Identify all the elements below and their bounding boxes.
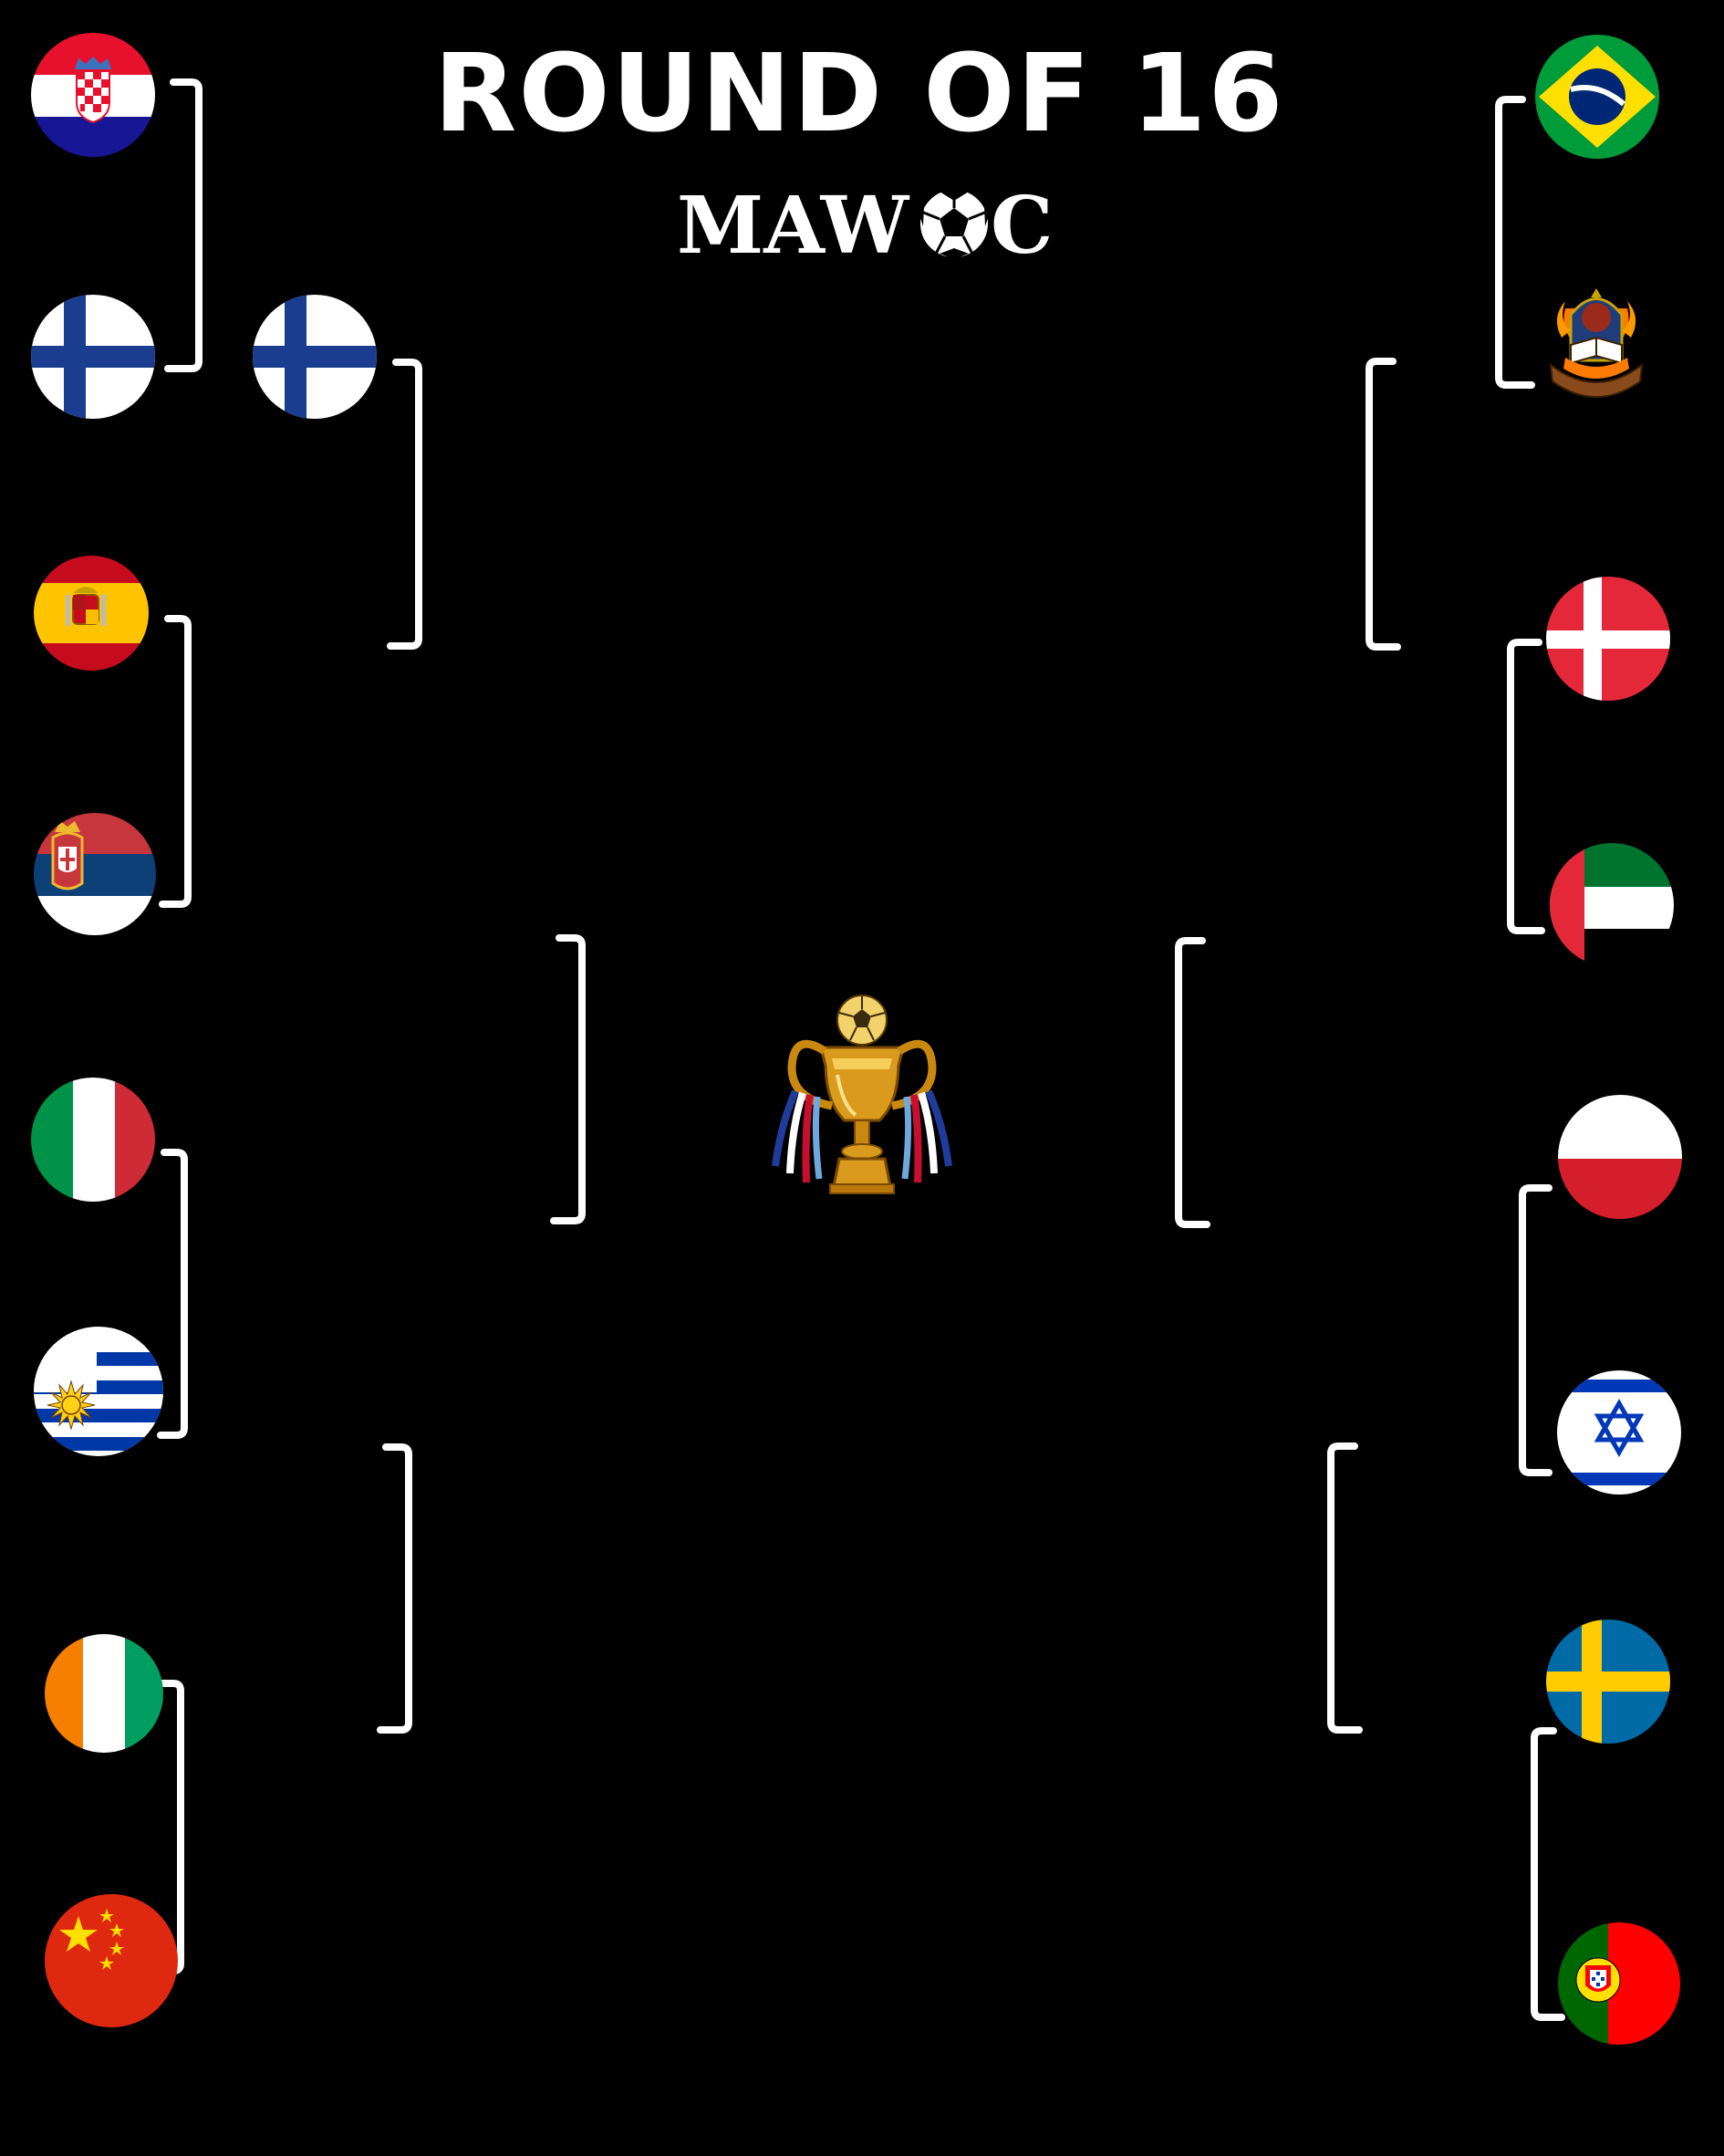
bracket-connector: [1519, 1184, 1553, 1476]
bracket-connector: [550, 934, 586, 1224]
bracket-lines-right: [1175, 96, 1565, 2021]
bracket-connector: [1327, 1443, 1363, 1734]
brazil-flag: [1535, 35, 1659, 159]
denmark-flag: [1546, 577, 1670, 701]
poland-flag: [1558, 1095, 1682, 1219]
bracket-connector: [387, 359, 422, 650]
serbia-coat-of-arms: [51, 821, 84, 891]
university-crest: [1549, 288, 1644, 398]
sweden-flag: [1546, 1620, 1670, 1744]
bracket-connector: [1507, 639, 1545, 934]
logo-text-tail: C: [991, 180, 1053, 272]
italy-flag: [31, 1078, 155, 1202]
croatia-coat-of-arms: [75, 57, 111, 124]
page-title: ROUND OF 16: [434, 30, 1285, 156]
soccer-ball-icon: [919, 188, 990, 259]
ribbon-left: [772, 1089, 823, 1183]
mawoc-logo: MAW C: [677, 180, 1053, 272]
bracket-connector: [377, 1443, 412, 1734]
logo-text: MAW: [677, 180, 910, 272]
bracket-connector: [1531, 1727, 1565, 2021]
china-flag: [45, 1894, 178, 2027]
bracket-connector: [1495, 96, 1535, 389]
portugal-coat-of-arms: [1575, 1957, 1621, 2003]
bracket-connector: [159, 615, 192, 908]
sun-of-may-icon: [47, 1380, 96, 1431]
uruguay-flag: [34, 1327, 163, 1456]
croatia-flag: [31, 33, 155, 157]
bracket-connector: [164, 78, 203, 372]
israel-flag: [1557, 1370, 1681, 1495]
small-star-icon: [99, 1956, 114, 1970]
portugal-flag: [1558, 1922, 1680, 2045]
small-star-icon: [109, 1923, 124, 1937]
trophy-icon: [772, 995, 952, 1194]
bracket-connector: [157, 1149, 188, 1439]
spain-coat-of-arms: [66, 587, 106, 626]
star-of-david-icon: [1594, 1398, 1645, 1458]
serbia-flag: [34, 813, 156, 935]
spain-flag: [34, 556, 149, 671]
finland-flag: [253, 295, 377, 419]
bracket-connector: [1175, 937, 1210, 1228]
uae-flag: [1550, 843, 1674, 967]
small-star-icon: [109, 1942, 124, 1955]
finland-flag: [31, 295, 155, 419]
bracket-connector: [1366, 358, 1401, 651]
small-star-icon: [99, 1909, 114, 1922]
ivory-coast-flag: [45, 1634, 163, 1753]
large-star-icon: [59, 1916, 98, 1952]
ribbon-right: [901, 1089, 952, 1183]
